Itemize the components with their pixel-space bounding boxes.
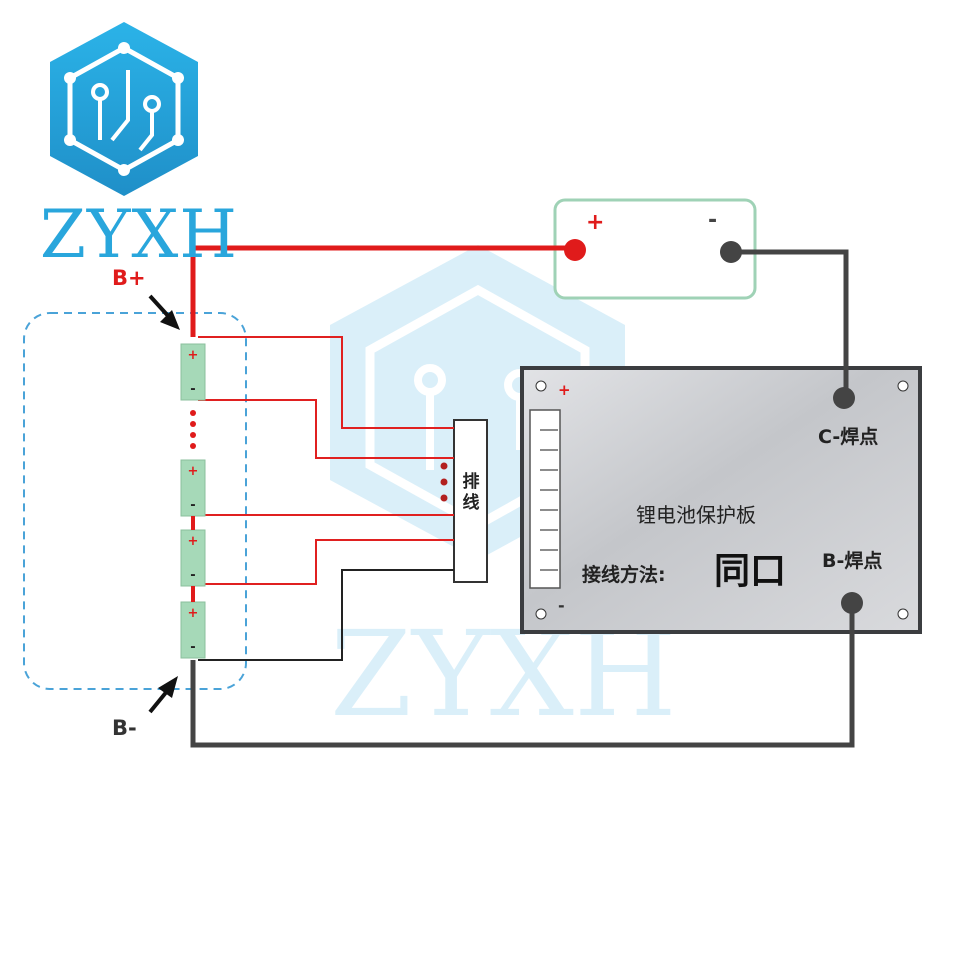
c-pad-label: C-焊点: [818, 426, 879, 448]
cell: [180, 343, 206, 401]
balance-wires: [198, 336, 454, 661]
cell-plus-sign: +: [187, 464, 199, 479]
cable-label-line: 排: [462, 472, 480, 492]
b-plus-arrow-icon: [148, 294, 180, 330]
battery-pack-outline: [23, 312, 247, 690]
cell-minus-sign: -: [190, 640, 196, 655]
cell-minus-sign: -: [190, 568, 196, 583]
c-minus-wire: [731, 249, 849, 397]
balance-connector: [529, 409, 561, 589]
cell-plus-sign: +: [187, 606, 199, 621]
b-pad-terminal: [841, 592, 863, 614]
connector-minus-label: -: [558, 596, 565, 615]
positive-wire: [190, 245, 575, 337]
load-negative-terminal: [720, 241, 742, 263]
balance-cable-block: [453, 419, 488, 583]
balance-cable-label: 排 线: [461, 472, 481, 514]
cell-ellipsis-dots: [190, 410, 196, 449]
brand-name: ZYXH: [40, 196, 238, 273]
protection-board: [520, 366, 922, 634]
b-minus-wire: [190, 604, 855, 748]
connector-plus-label: +: [558, 381, 571, 399]
load-positive-terminal: [564, 239, 586, 261]
b-pad-label: B-焊点: [822, 550, 883, 572]
b-minus-arrow-icon: [148, 676, 178, 714]
load-negative-label: -: [708, 208, 718, 233]
cell-plus-sign: +: [187, 348, 199, 363]
cell-minus-sign: -: [190, 382, 196, 397]
load-positive-label: +: [586, 210, 605, 235]
brand-logo-icon: [50, 22, 198, 196]
cell-minus-sign: -: [190, 498, 196, 513]
b-minus-label: B-: [112, 716, 137, 740]
b-plus-label: B+: [112, 266, 146, 290]
wiring-method-value: 同口: [714, 551, 787, 592]
cable-dots: [440, 462, 448, 502]
c-pad-terminal: [833, 387, 855, 409]
wiring-method-label: 接线方法:: [582, 564, 666, 586]
board-title: 锂电池保护板: [636, 503, 756, 527]
cable-label-line: 线: [462, 493, 480, 513]
cells: [180, 343, 206, 659]
cell: [180, 601, 206, 659]
board-screw-icons: [535, 380, 909, 620]
cell-plus-sign: +: [187, 534, 199, 549]
